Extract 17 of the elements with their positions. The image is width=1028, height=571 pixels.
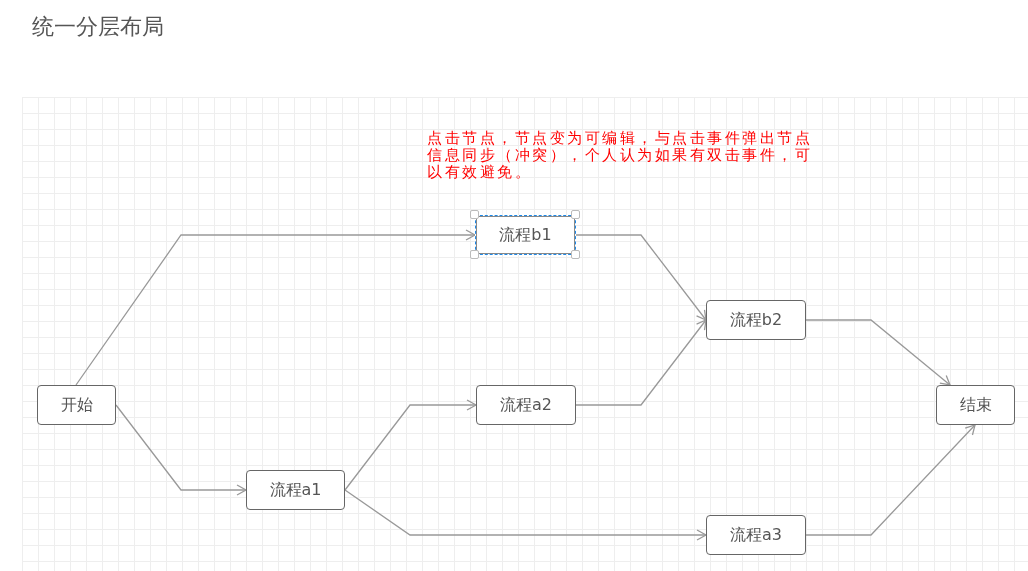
process-box: 流程b2 <box>706 300 806 340</box>
arrow <box>575 234 707 321</box>
note-text: 点击节点，节点变为可编辑，与点击事件弹出节点信息同步（冲突），个人认为如果有双击事件，可以有效避免。 <box>427 130 813 181</box>
arrow <box>344 399 477 491</box>
process-box: 流程a2 <box>476 385 576 425</box>
arrow <box>75 229 476 386</box>
arrow <box>575 319 707 406</box>
process-box: 流程a3 <box>706 515 806 555</box>
process-box: 流程a1 <box>246 470 345 510</box>
arrow <box>805 319 951 386</box>
title: 统一分层布局 <box>32 13 164 41</box>
selected-process-box: 流程b1 <box>475 215 576 255</box>
terminal-box: 结束 <box>936 385 1015 425</box>
arrow <box>805 424 976 536</box>
arrow <box>115 404 247 496</box>
arrow <box>344 489 707 541</box>
terminal-box: 开始 <box>37 385 116 425</box>
